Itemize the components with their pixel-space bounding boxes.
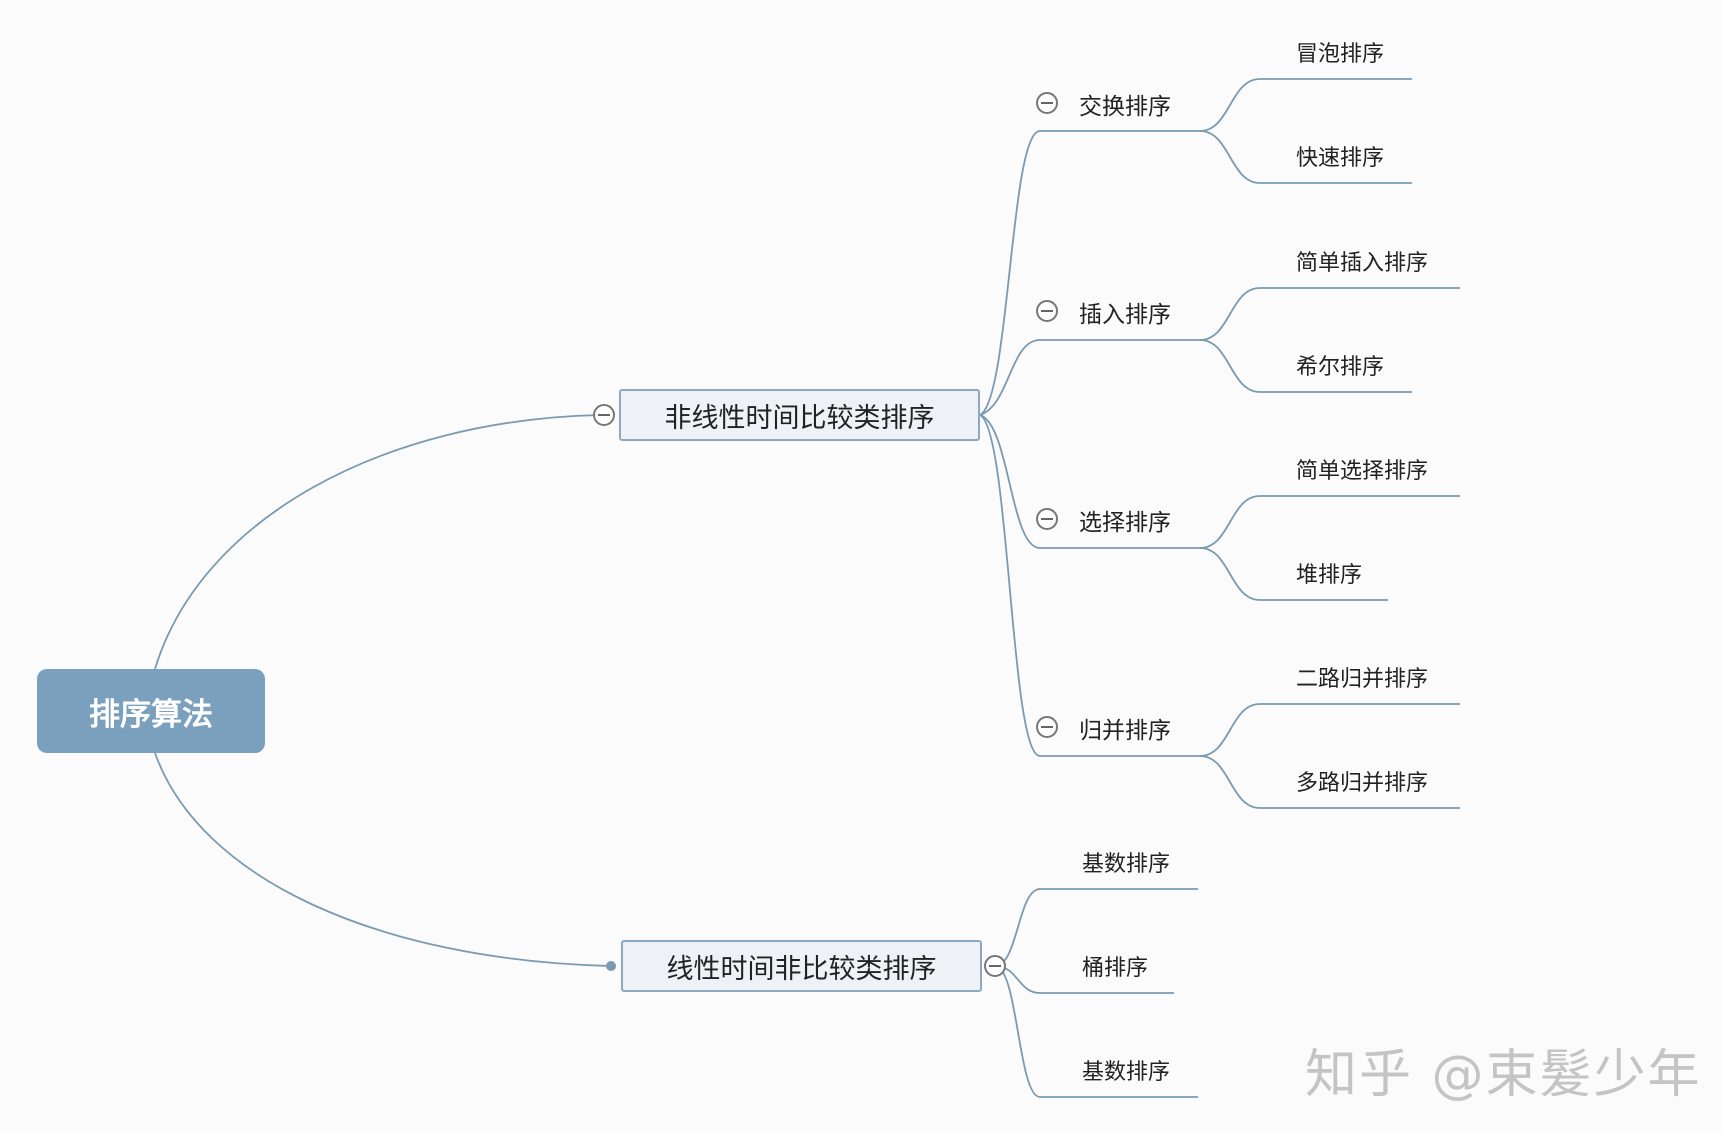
- collapse-merge-icon[interactable]: [1036, 716, 1058, 738]
- leaf-simple-insert-sort[interactable]: 简单插入排序: [1296, 251, 1429, 276]
- leaf-quick-sort[interactable]: 快速排序: [1296, 146, 1385, 171]
- leaf-bucket-sort[interactable]: 桶排序: [1082, 956, 1149, 981]
- connector-exchange-quick: [1199, 130, 1412, 184]
- node-exchange-sort[interactable]: 交换排序: [1079, 94, 1171, 120]
- connector-insert-simple: [1199, 287, 1460, 341]
- connector-b1-insert: [979, 339, 1041, 416]
- watermark: 知乎 @束髮少年: [1305, 1045, 1702, 1105]
- leaf-simple-select-sort[interactable]: 简单选择排序: [1296, 459, 1429, 484]
- branch2-joint-dot: [606, 961, 616, 971]
- leaf-radix-sort-1[interactable]: 基数排序: [1082, 852, 1171, 877]
- branch1-node[interactable]: 非线性时间比较类排序: [619, 389, 980, 441]
- connector-b1-merge: [979, 414, 1041, 757]
- connector-root-branch1: [154, 414, 601, 670]
- collapse-branch1-icon[interactable]: [593, 404, 615, 426]
- connector-exchange-bubble: [1199, 78, 1412, 132]
- collapse-exchange-icon[interactable]: [1036, 92, 1058, 114]
- collapse-insert-icon[interactable]: [1036, 300, 1058, 322]
- connector-insert-shell: [1199, 339, 1412, 393]
- leaf-bubble-sort[interactable]: 冒泡排序: [1296, 42, 1385, 67]
- connector-merge-multi: [1199, 755, 1460, 809]
- collapse-branch2-icon[interactable]: [984, 955, 1006, 977]
- connector-root-branch2: [154, 752, 611, 967]
- connector-b1-select: [979, 414, 1041, 549]
- leaf-heap-sort[interactable]: 堆排序: [1296, 563, 1363, 588]
- leaf-multi-way-merge-sort[interactable]: 多路归并排序: [1296, 771, 1429, 796]
- connector-select-simple: [1199, 495, 1460, 549]
- collapse-select-icon[interactable]: [1036, 508, 1058, 530]
- root-node[interactable]: 排序算法: [37, 669, 265, 753]
- leaf-two-way-merge-sort[interactable]: 二路归并排序: [1296, 667, 1429, 692]
- node-insert-sort[interactable]: 插入排序: [1079, 302, 1171, 328]
- node-select-sort[interactable]: 选择排序: [1079, 510, 1171, 536]
- branch2-node[interactable]: 线性时间非比较类排序: [621, 940, 982, 992]
- connector-merge-two: [1199, 703, 1460, 757]
- connector-b1-exchange: [979, 130, 1041, 416]
- node-merge-sort[interactable]: 归并排序: [1079, 718, 1171, 744]
- leaf-shell-sort[interactable]: 希尔排序: [1296, 355, 1385, 380]
- connector-select-heap: [1199, 547, 1388, 601]
- leaf-radix-sort-2[interactable]: 基数排序: [1082, 1060, 1171, 1085]
